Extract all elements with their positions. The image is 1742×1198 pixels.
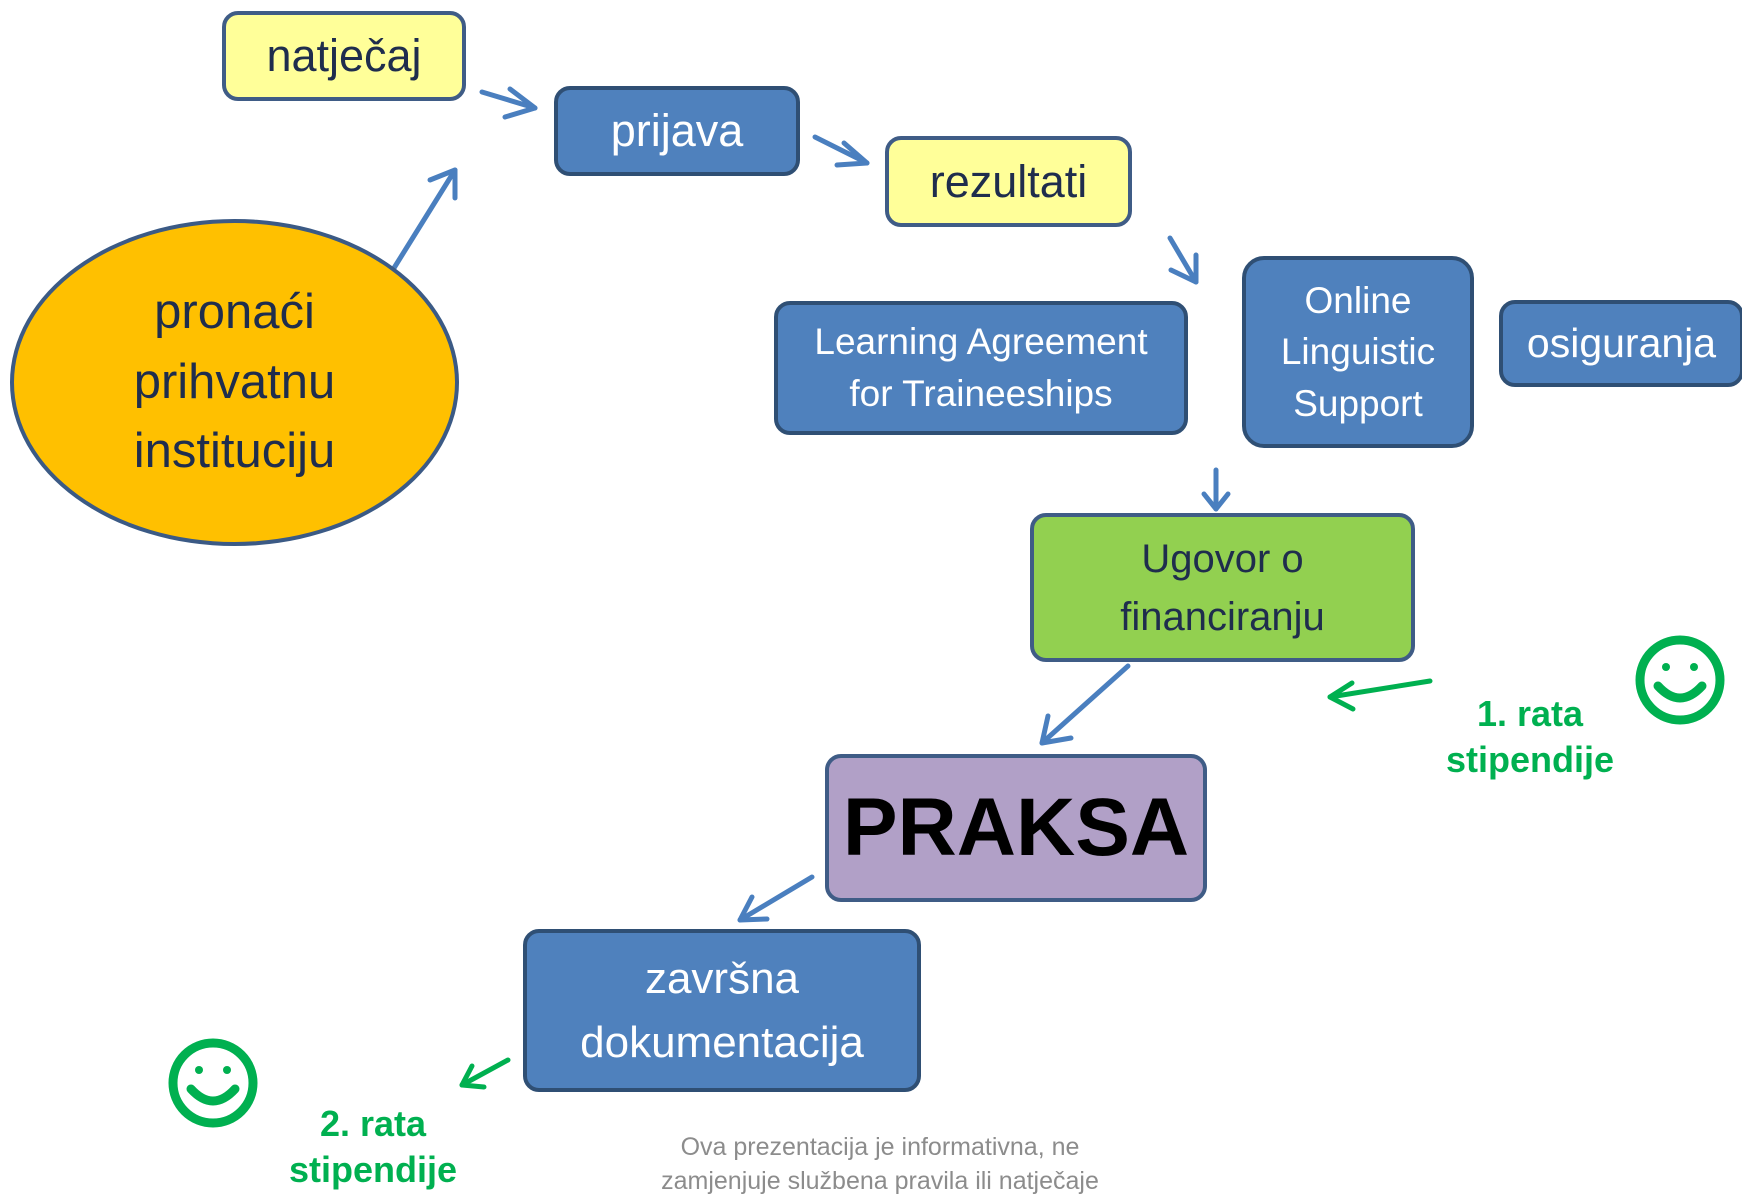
zavrsna-box: završna dokumentacija bbox=[523, 929, 921, 1092]
praksa-box: PRAKSA bbox=[825, 754, 1207, 902]
arrow-prijava-rezultati bbox=[812, 134, 870, 168]
ugovor-box: Ugovor o financiranju bbox=[1030, 513, 1415, 662]
zavrsna-label: završna dokumentacija bbox=[580, 953, 864, 1067]
prijava-box: prijava bbox=[554, 86, 800, 176]
learning-agreement-box: Learning Agreement for Traineeships bbox=[774, 301, 1188, 435]
rezultati-label: rezultati bbox=[929, 155, 1088, 207]
natjecaj-label: natječaj bbox=[266, 30, 422, 81]
osiguranja-box: osiguranja bbox=[1499, 300, 1742, 387]
rata2-note: 2. rata stipendije bbox=[268, 1055, 478, 1193]
footer-disclaimer: Ova prezentacija je informativna, ne zam… bbox=[560, 1097, 1200, 1198]
arrow-pronaci-natjecaj bbox=[391, 167, 458, 271]
ols-box: Online Linguistic Support bbox=[1242, 256, 1474, 448]
learning-agreement-label: Learning Agreement for Traineeships bbox=[814, 321, 1148, 414]
rata1-note: 1. rata stipendije bbox=[1425, 645, 1635, 783]
rata2-label: 2. rata stipendije bbox=[288, 1103, 458, 1191]
rezultati-box: rezultati bbox=[885, 136, 1132, 227]
ols-label: Online Linguistic Support bbox=[1280, 280, 1436, 424]
ugovor-label: Ugovor o financiranju bbox=[1120, 536, 1325, 639]
praksa-label: PRAKSA bbox=[842, 782, 1190, 873]
pronaci-ellipse: pronaći prihvatnu instituciju bbox=[10, 219, 459, 546]
footer-text: Ova prezentacija je informativna, ne zam… bbox=[661, 1132, 1099, 1195]
arrow-praksa-zavrsna bbox=[737, 874, 815, 923]
smiley-icon bbox=[168, 1038, 258, 1128]
prijava-label: prijava bbox=[610, 105, 744, 156]
smiley-icon bbox=[1635, 635, 1725, 725]
natjecaj-box: natječaj bbox=[222, 11, 466, 101]
osiguranja-label: osiguranja bbox=[1526, 320, 1717, 366]
rata1-label: 1. rata stipendije bbox=[1445, 693, 1615, 781]
arrow-rata2 bbox=[459, 1057, 511, 1090]
arrow-rezultati-down bbox=[1167, 235, 1199, 285]
pronaci-label: pronaći prihvatnu instituciju bbox=[133, 285, 336, 479]
arrow-to-ugovor bbox=[1201, 467, 1231, 512]
connector-layer bbox=[168, 86, 1725, 1128]
arrow-natjecaj-prijava bbox=[479, 86, 538, 120]
arrow-ugovor-praksa bbox=[1039, 663, 1131, 746]
arrow-rata1 bbox=[1327, 678, 1433, 712]
